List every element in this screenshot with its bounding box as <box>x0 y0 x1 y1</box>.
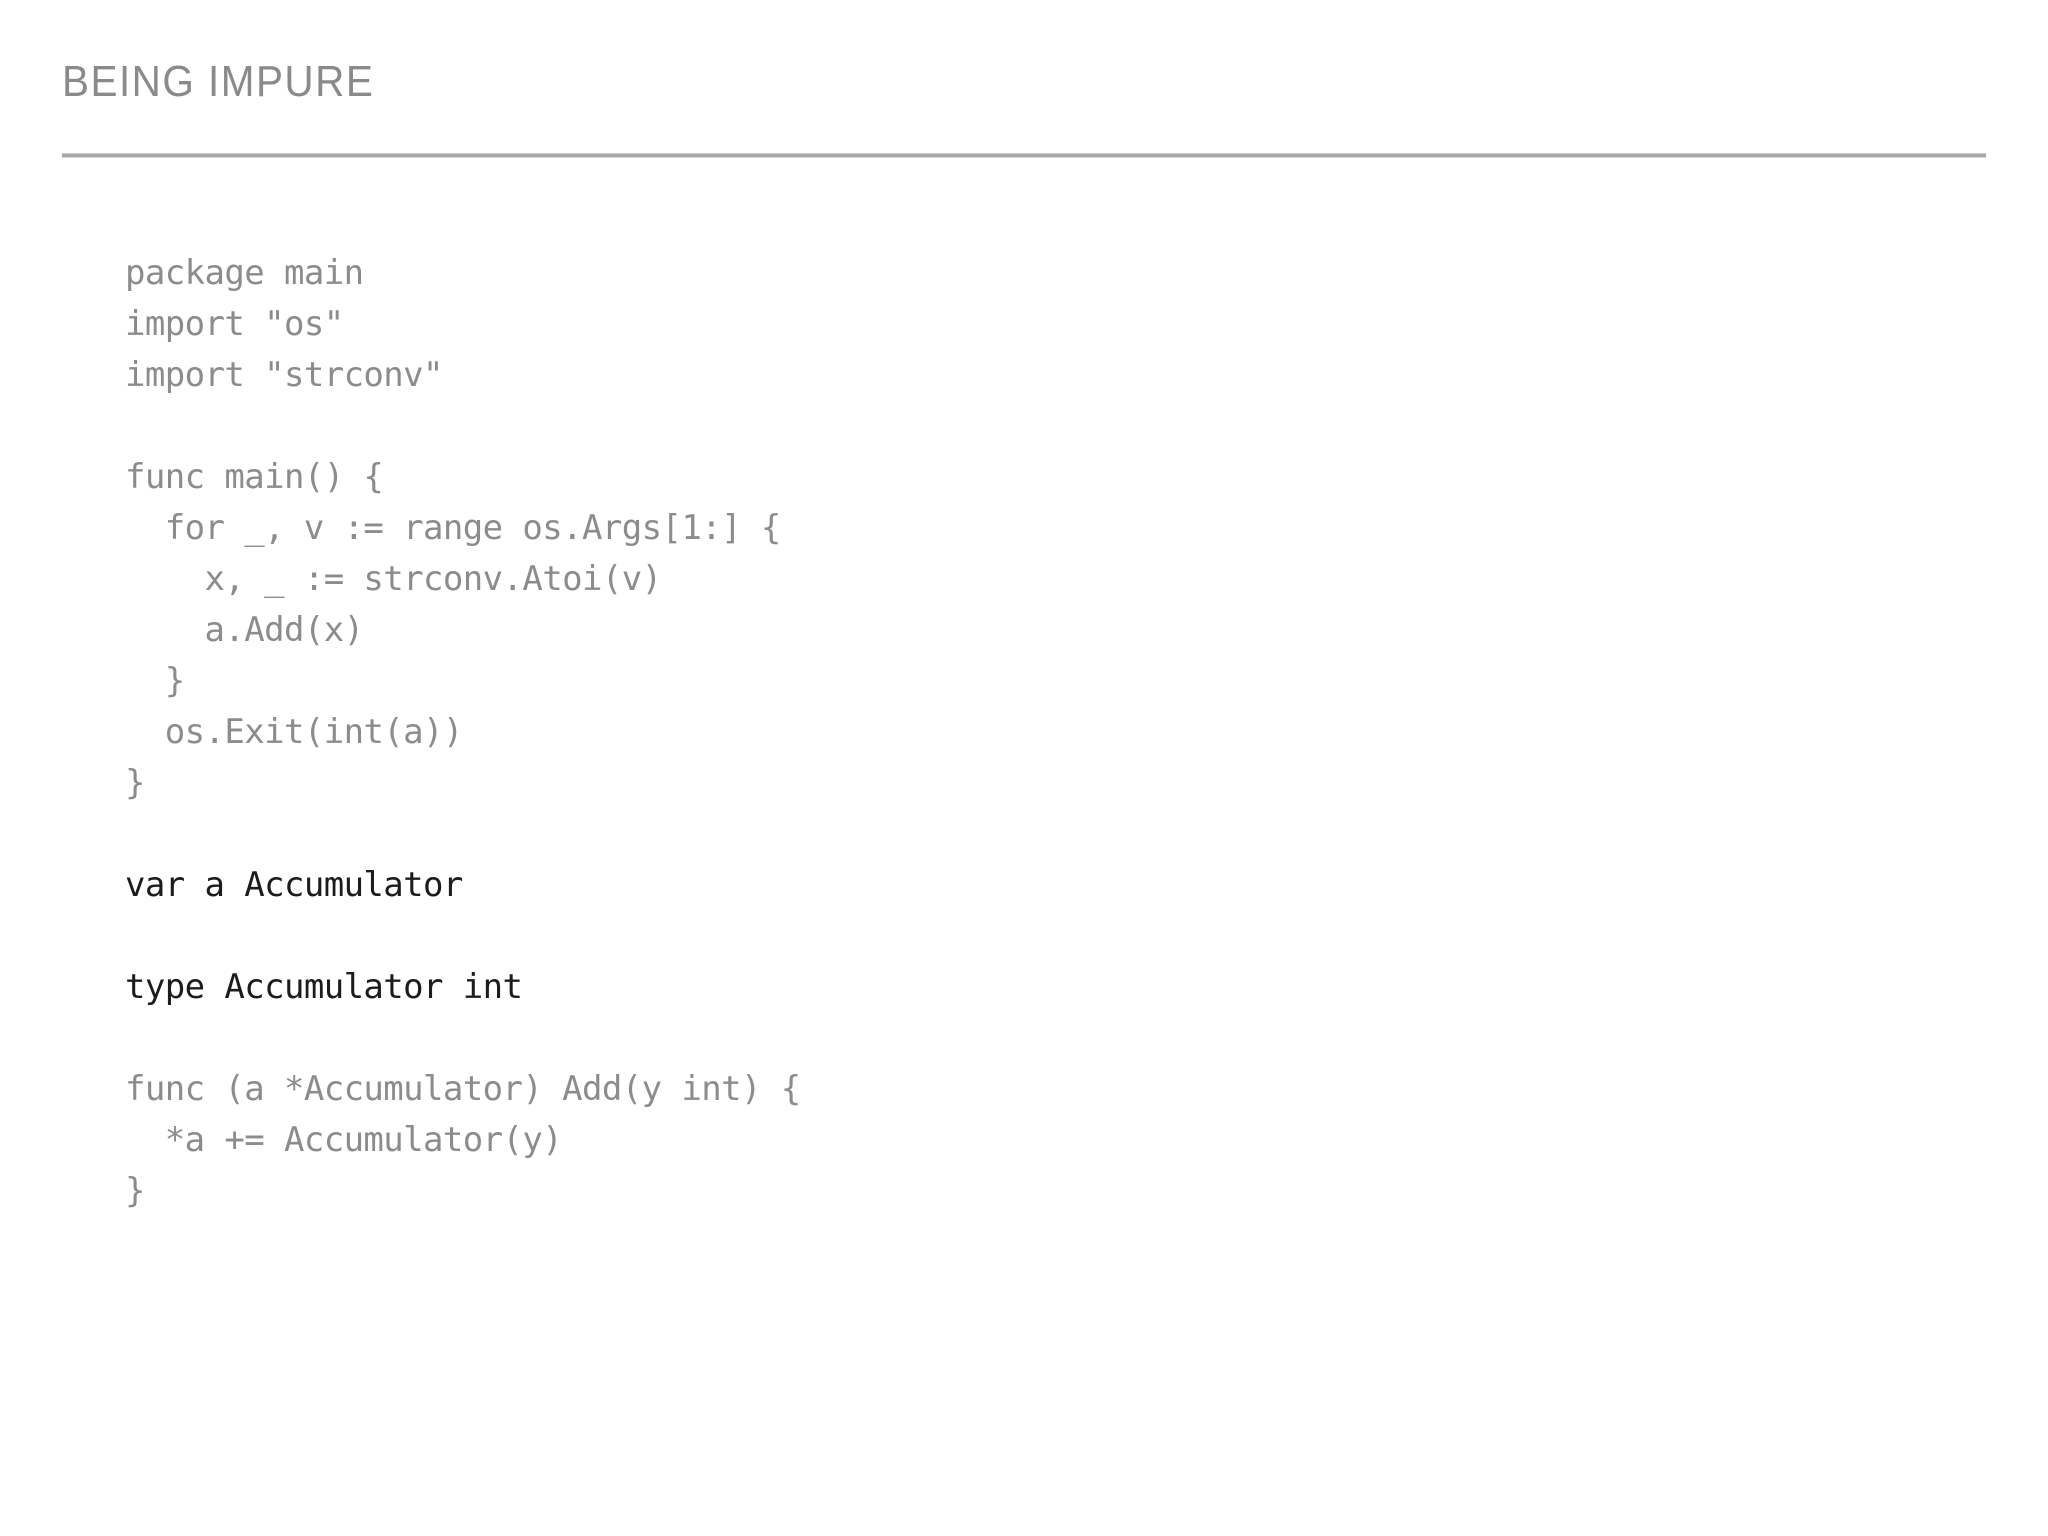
code-line: var a Accumulator <box>125 865 463 905</box>
code-line: type Accumulator int <box>125 967 523 1007</box>
code-line-blank <box>125 1013 801 1064</box>
code-block: package main import "os" import "strconv" f… <box>125 248 801 1217</box>
page-title: BEING IMPURE <box>62 57 375 106</box>
code-line: for _, v := range os.Args[1:] { <box>125 508 782 548</box>
code-line: func main() { <box>125 457 384 497</box>
slide-header: BEING IMPURE <box>62 57 1986 158</box>
code-line: import "strconv" <box>125 355 444 395</box>
code-line-blank <box>125 401 801 452</box>
code-line: } <box>125 661 185 701</box>
code-line: x, _ := strconv.Atoi(v) <box>125 559 662 599</box>
code-line: os.Exit(int(a)) <box>125 712 464 752</box>
code-line: } <box>125 1171 145 1211</box>
code-line: a.Add(x) <box>125 610 364 650</box>
code-line: func (a *Accumulator) Add(y int) { <box>125 1069 801 1109</box>
code-line: } <box>125 763 145 803</box>
code-line: *a += Accumulator(y) <box>125 1120 563 1160</box>
code-line-blank <box>125 809 801 860</box>
code-line: import "os" <box>125 304 344 344</box>
title-divider <box>62 153 1986 158</box>
code-line-blank <box>125 911 801 962</box>
code-line: package main <box>125 253 364 293</box>
